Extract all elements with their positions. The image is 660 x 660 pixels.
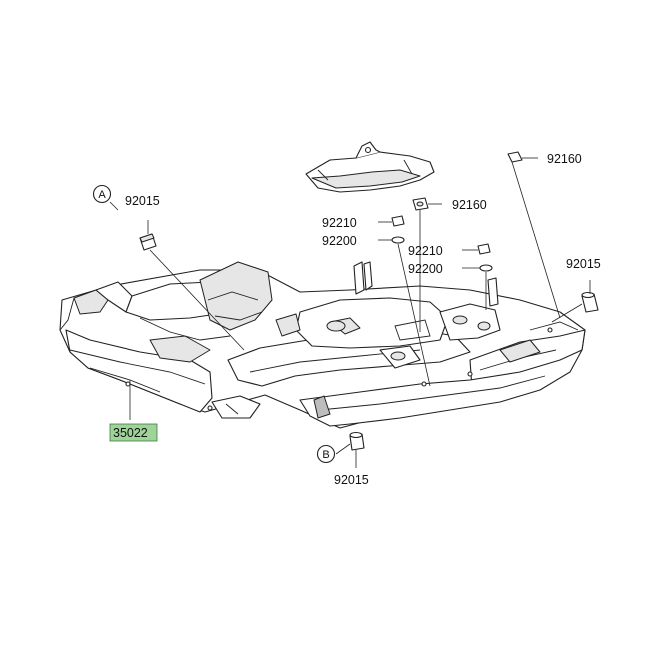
label-92210-right: 92210: [408, 244, 443, 258]
highlight-35022: [109, 423, 158, 442]
nut-92160-top: [507, 151, 523, 163]
label-92210-left: 92210: [322, 216, 357, 230]
label-92015-b: 92015: [334, 473, 369, 487]
washer-92200-right: [479, 264, 493, 272]
callout-b: B: [316, 444, 336, 464]
label-92200-right: 92200: [408, 262, 443, 276]
washer-92200-left: [391, 236, 405, 244]
label-35022: 35022: [113, 426, 148, 440]
callout-a: A: [92, 184, 112, 204]
label-92160-mid: 92160: [452, 198, 487, 212]
undertray-35022: [59, 261, 586, 429]
nut-92160-mid: [412, 197, 429, 211]
svg-text:B: B: [322, 449, 329, 461]
svg-text:A: A: [98, 189, 106, 201]
nut-92210-left: [391, 215, 405, 227]
nut-92210-right: [477, 243, 491, 255]
collar-92015-a: [139, 233, 157, 251]
label-92015-right: 92015: [566, 257, 601, 271]
collar-92015-b: [349, 431, 365, 451]
label-92015-a: 92015: [125, 194, 160, 208]
collar-92015-right: [581, 291, 599, 313]
leader-lines: [109, 157, 591, 468]
label-92200-left: 92200: [322, 234, 357, 248]
tail-light-bracket: [305, 141, 435, 193]
label-92160-top: 92160: [547, 152, 582, 166]
